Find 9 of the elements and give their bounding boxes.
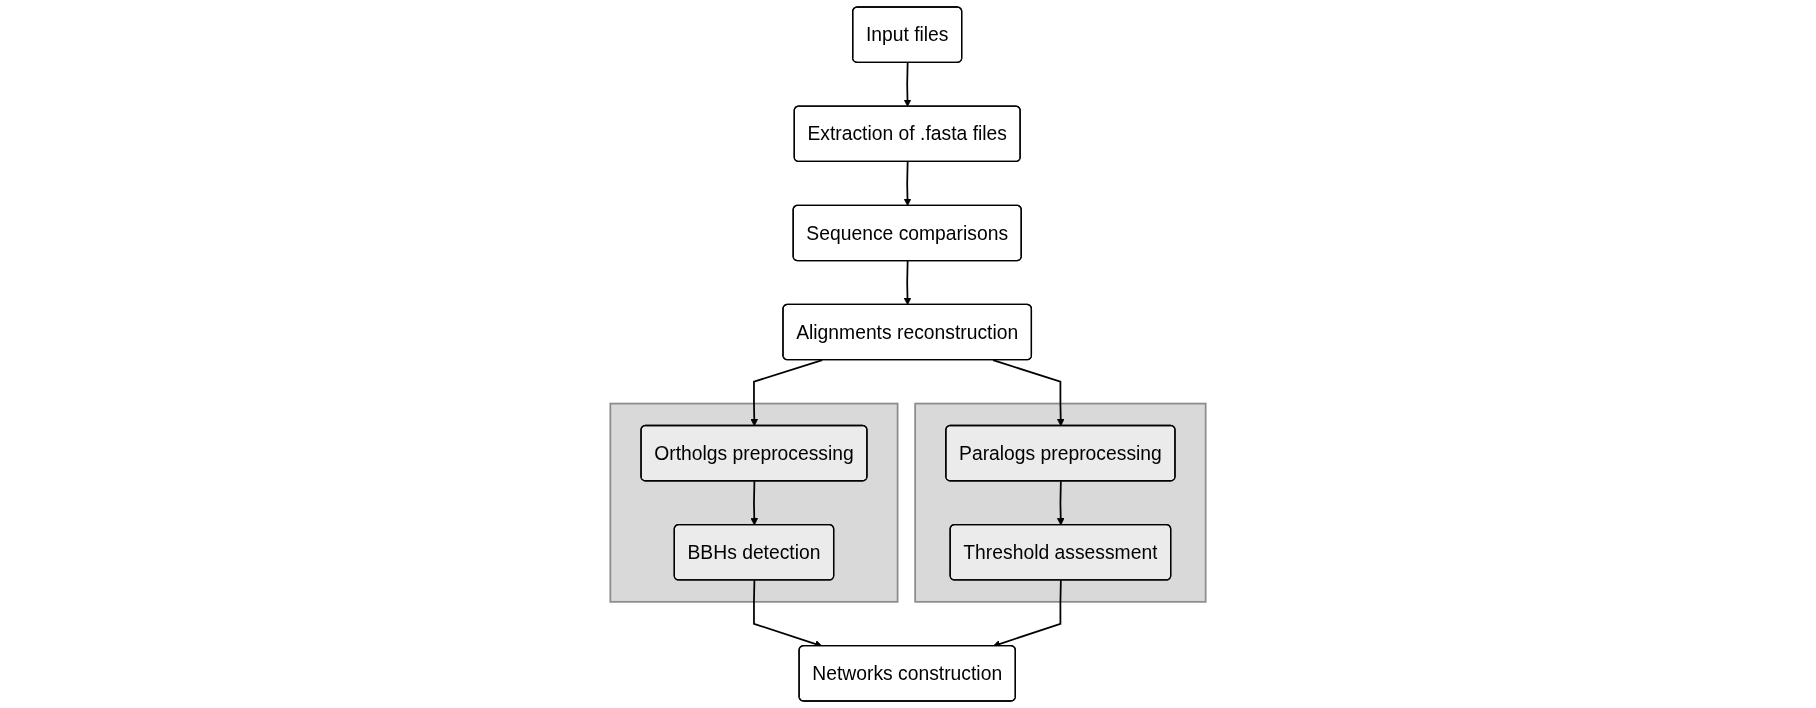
arrow [1056, 480, 1065, 526]
arrow [903, 260, 912, 306]
arrow [903, 61, 912, 107]
arrow [750, 480, 759, 526]
cluster [914, 402, 1207, 603]
arrow [750, 359, 824, 427]
cluster [609, 402, 899, 603]
arrow [903, 161, 912, 207]
arrow [992, 359, 1065, 427]
